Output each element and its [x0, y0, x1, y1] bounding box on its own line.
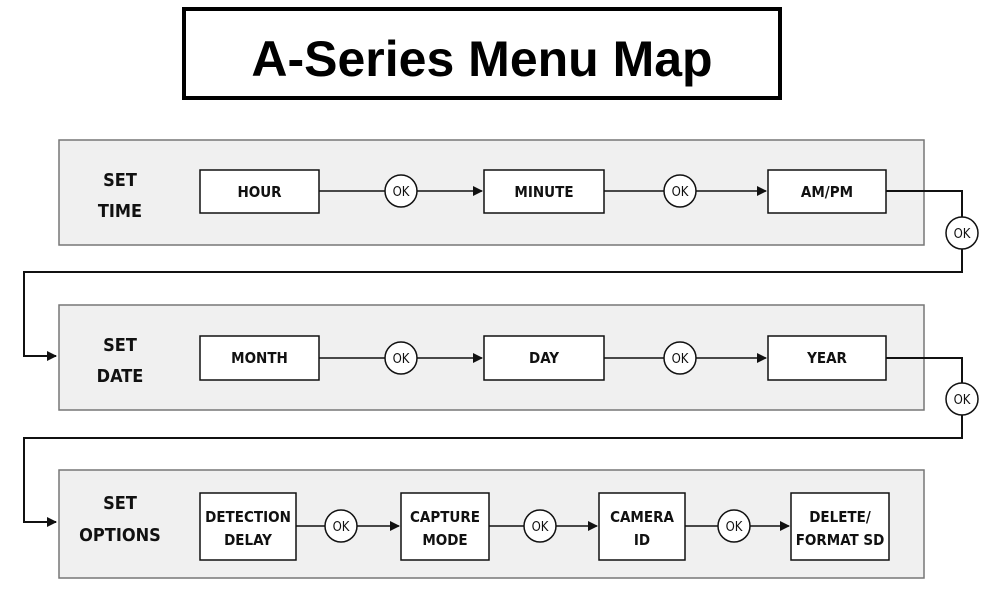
menu-box-label: YEAR	[806, 349, 847, 367]
row-label-line: DATE	[97, 366, 144, 387]
ok-label: OK	[672, 185, 689, 200]
ok-circle	[663, 341, 697, 375]
menu-box-label: CAPTURE	[410, 508, 480, 526]
row-label-line: SET	[103, 170, 137, 191]
ok-circle	[945, 216, 979, 250]
menu-box-minute	[483, 169, 605, 214]
menu-box-label: DELETE/	[809, 508, 871, 526]
menu-box-month	[199, 335, 320, 381]
wrap-connector-line	[886, 190, 963, 217]
ok-label: OK	[726, 520, 743, 535]
menu-box-ampm	[767, 169, 887, 214]
ok-label: OK	[954, 227, 971, 242]
menu-box-label: MONTH	[231, 349, 288, 367]
row-label-line: OPTIONS	[79, 525, 161, 546]
menu-box-label: DETECTION	[205, 508, 291, 526]
menu-box-camera-id	[598, 492, 686, 561]
menu-box-label: CAMERA	[610, 508, 674, 526]
menu-box-label: MODE	[422, 531, 467, 549]
ok-label: OK	[393, 352, 410, 367]
ok-label: OK	[333, 520, 350, 535]
menu-box-capture-mode	[400, 492, 490, 561]
ok-circle	[663, 174, 697, 208]
menu-box-label: DELAY	[224, 531, 272, 549]
menu-box-label: FORMAT SD	[796, 531, 885, 549]
menu-box-detection-delay	[199, 492, 297, 561]
menu-box-label: MINUTE	[514, 183, 573, 201]
menu-box-label: DAY	[529, 349, 559, 367]
menu-box-delete-format-sd	[790, 492, 890, 561]
row-label-line: SET	[103, 335, 137, 356]
ok-circle	[324, 509, 358, 543]
ok-circle	[523, 509, 557, 543]
menu-box-hour	[199, 169, 320, 214]
page-title: A-Series Menu Map	[251, 31, 712, 87]
menu-box-label: HOUR	[237, 183, 282, 201]
ok-label: OK	[393, 185, 410, 200]
menu-box-year	[767, 335, 887, 381]
row-label-line: TIME	[98, 201, 142, 222]
ok-circle	[384, 174, 418, 208]
ok-circle	[945, 382, 979, 416]
wrap-connector-arrow	[23, 415, 963, 527]
menu-box-label: ID	[634, 531, 650, 549]
ok-circle	[717, 509, 751, 543]
wrap-connector-line	[886, 357, 963, 383]
menu-box-day	[483, 335, 605, 381]
wrap-connector-arrow	[23, 249, 963, 361]
ok-label: OK	[954, 393, 971, 408]
ok-label: OK	[672, 352, 689, 367]
title-frame	[182, 7, 782, 100]
menu-box-label: AM/PM	[801, 183, 853, 201]
ok-circle	[384, 341, 418, 375]
row-label-line: SET	[103, 493, 137, 514]
ok-label: OK	[532, 520, 549, 535]
